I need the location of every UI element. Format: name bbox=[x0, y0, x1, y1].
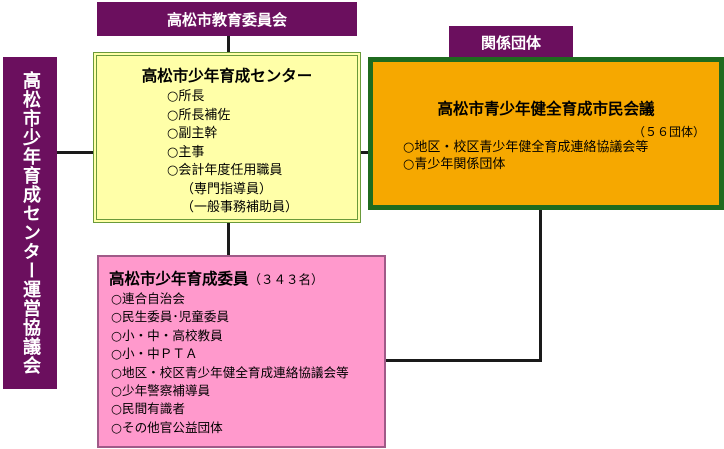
youth-committee-member-list: ○連合自治会 ○民生委員･児童委員 ○小・中・高校教員 ○小・中ＰＴＡ ○地区・… bbox=[111, 290, 349, 437]
youth-committee-title: 高松市少年育成委員 bbox=[109, 270, 249, 288]
member-item: ○地区・校区青少年健全育成連絡協議会等 bbox=[403, 140, 649, 155]
youth-center-staff-list: ○所長 ○所長補佐 ○副主幹 ○主事 ○会計年度任用職員 （専門指導員） （一般… bbox=[167, 88, 298, 218]
member-item: ○その他官公益団体 bbox=[111, 419, 223, 435]
citizens-council-title: 高松市青少年健全育成市民会議 bbox=[437, 100, 655, 118]
member-item: ○青少年関係団体 bbox=[403, 157, 506, 172]
youth-committee-box: 高松市少年育成委員（３４３名） ○連合自治会 ○民生委員･児童委員 ○小・中・高… bbox=[97, 255, 386, 448]
steering-council-box: 高松市少年育成センター運営協議会 bbox=[3, 57, 57, 389]
member-item: ○小・中・高校教員 bbox=[111, 327, 223, 343]
staff-item: ○所長補佐 bbox=[167, 107, 231, 123]
staff-item: （専門指導員） bbox=[181, 181, 273, 197]
related-organizations-box: 関係団体 bbox=[449, 26, 573, 58]
youth-committee-count: （３４３名） bbox=[248, 272, 324, 287]
related-organizations-label: 関係団体 bbox=[480, 33, 541, 52]
staff-item: ○主事 bbox=[167, 144, 205, 160]
citizens-council-box: 高松市青少年健全育成市民会議 （５６団体） ○地区・校区青少年健全育成連絡協議会… bbox=[368, 57, 724, 210]
staff-item: ○会計年度任用職員 bbox=[167, 163, 283, 178]
education-board-box: 高松市教育委員会 bbox=[97, 2, 357, 36]
member-item: ○小・中ＰＴＡ bbox=[111, 346, 198, 362]
youth-center-box: 高松市少年育成センター ○所長 ○所長補佐 ○副主幹 ○主事 ○会計年度任用職員… bbox=[94, 53, 360, 222]
steering-council-label: 高松市少年育成センター運営協議会 bbox=[20, 71, 41, 375]
connector-center-association bbox=[358, 151, 369, 154]
member-item: ○少年警察補導員 bbox=[111, 383, 211, 399]
member-item: ○地区・校区青少年健全育成連絡協議会等 bbox=[111, 364, 349, 380]
connector-council-center bbox=[57, 151, 97, 154]
citizens-council-member-list: ○地区・校区青少年健全育成連絡協議会等 ○青少年関係団体 bbox=[403, 139, 648, 173]
member-item: ○連合自治会 bbox=[111, 291, 185, 306]
staff-item: ○所長 bbox=[167, 89, 205, 104]
member-item: ○民間有識者 bbox=[111, 401, 185, 417]
connector-board-center bbox=[227, 36, 230, 56]
staff-item: ○副主幹 bbox=[167, 126, 218, 141]
staff-item: （一般事務補助員） bbox=[181, 200, 299, 215]
connector-committee-association bbox=[386, 359, 542, 362]
connector-center-committee bbox=[227, 220, 230, 256]
youth-committee-heading: 高松市少年育成委員（３４３名） bbox=[109, 267, 324, 289]
connector-association-down bbox=[539, 210, 542, 362]
youth-center-title: 高松市少年育成センター bbox=[141, 67, 313, 85]
member-item: ○民生委員･児童委員 bbox=[111, 309, 230, 325]
citizens-council-count: （５６団体） bbox=[632, 125, 705, 139]
education-board-label: 高松市教育委員会 bbox=[166, 10, 287, 29]
